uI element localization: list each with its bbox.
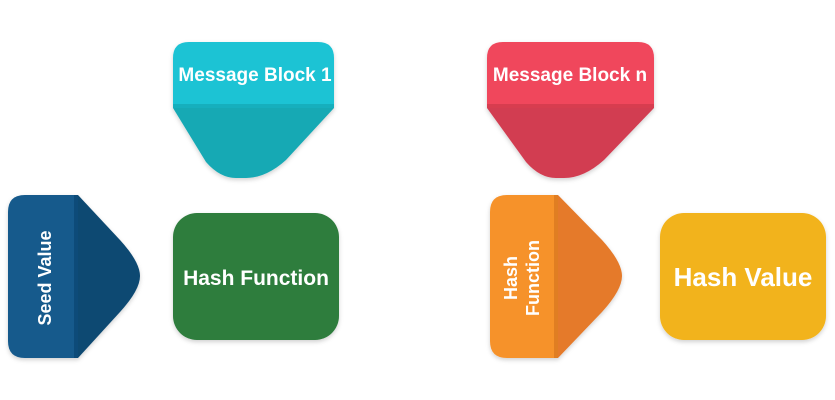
hash-value-label: Hash Value [674, 262, 813, 292]
hash-function-right-shape [490, 195, 622, 358]
hash-function-left-shape [173, 213, 339, 340]
seed-value-shape [8, 195, 140, 358]
hash-value-shape [660, 213, 826, 340]
hash-function-right-line1: Hash [501, 256, 521, 300]
hash-function-left-label: Hash Function [183, 267, 329, 290]
hash-function-right-line2: Function [523, 240, 543, 316]
hash-function-right-label: Hash Function [501, 240, 543, 316]
message-block-1-shape [173, 42, 334, 178]
seed-value-label: Seed Value [35, 230, 55, 325]
message-block-1-label: Message Block 1 [178, 65, 332, 86]
message-block-n-shape [487, 42, 654, 178]
message-block-n-label: Message Block n [493, 65, 647, 86]
